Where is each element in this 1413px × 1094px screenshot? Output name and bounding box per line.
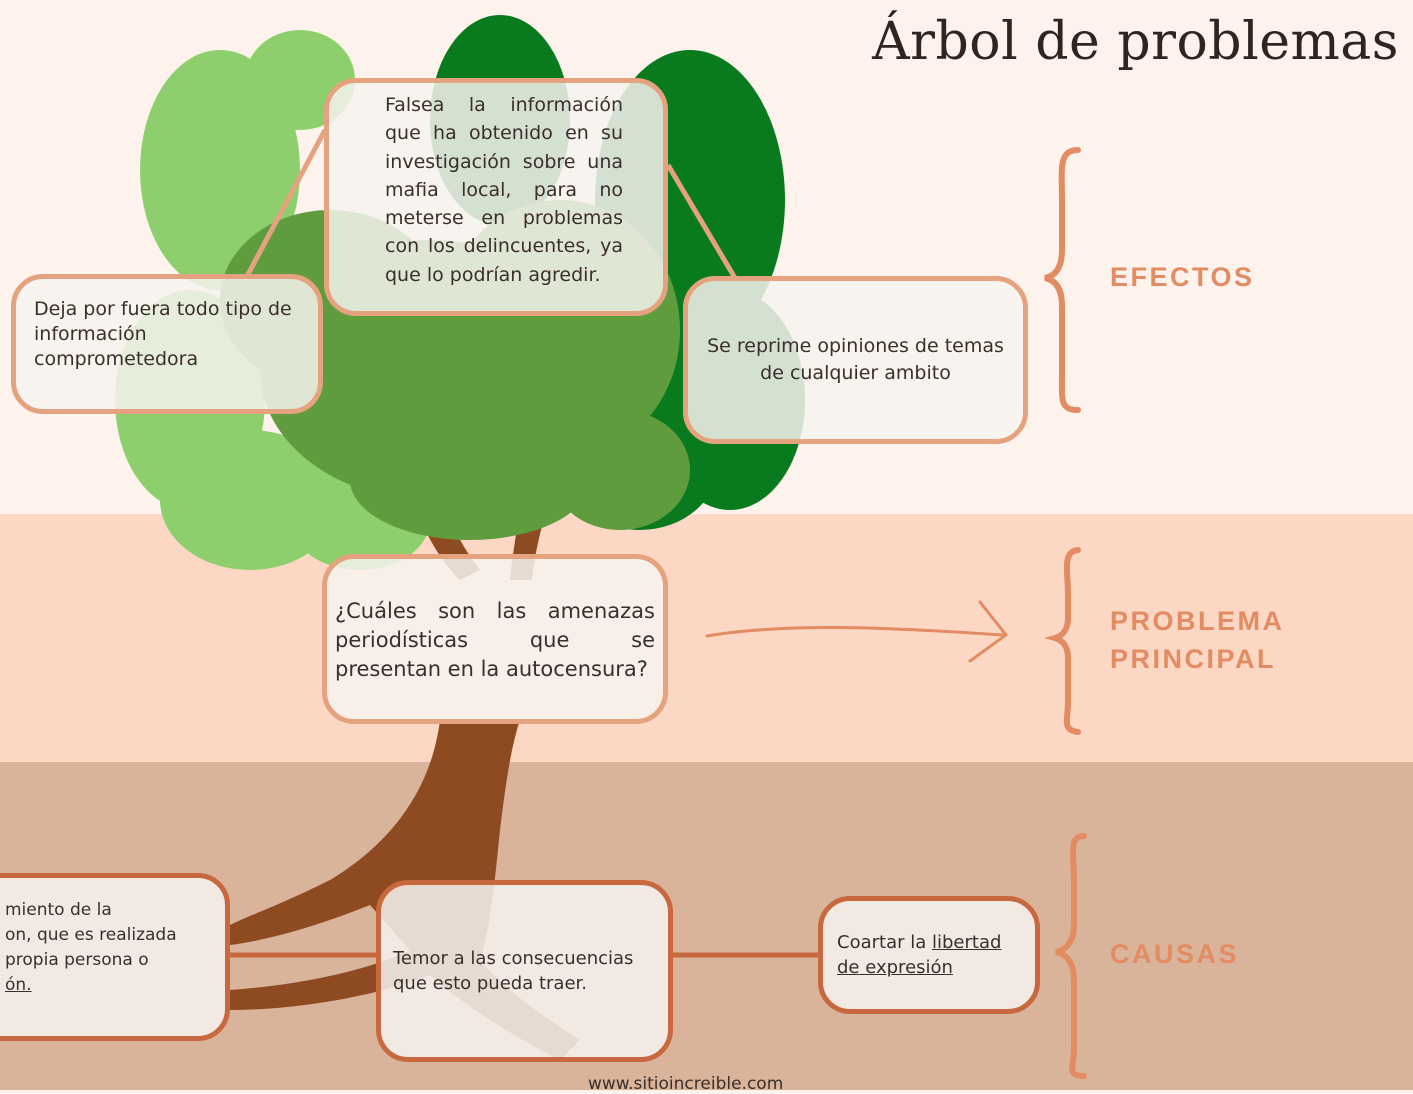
effect-card-right: Se reprime opiniones de temas de cualqui… (683, 276, 1028, 444)
cause-card-center: Temor a las consecuencias que esto pueda… (376, 880, 673, 1062)
cause-left-line2: on, que es realizada (5, 925, 177, 945)
freedom-link-2[interactable]: de expresión (837, 957, 953, 978)
problem-label: PROBLEMA PRINCIPAL (1110, 602, 1285, 678)
footer-url[interactable]: www.sitioincreible.com (588, 1074, 784, 1094)
problem-label-line1: PROBLEMA (1110, 606, 1285, 636)
cause-left-line3: propia persona o (5, 950, 149, 970)
cause-card-left: miento de la on, que es realizada propia… (0, 873, 230, 1041)
brace-icons (1044, 147, 1087, 1079)
arrow-icon (705, 600, 1009, 663)
cause-card-right: Coartar la libertad de expresión (818, 896, 1040, 1014)
connectors (242, 128, 738, 282)
effects-label: EFECTOS (1110, 262, 1255, 292)
problem-label-line2: PRINCIPAL (1110, 644, 1277, 674)
cause-left-line1: miento de la (5, 900, 112, 920)
main-problem-card: ¿Cuáles son las amenazas periodísticas q… (322, 554, 668, 724)
effect-card-center: Falsea la información que ha obtenido en… (324, 78, 668, 316)
freedom-link-1[interactable]: libertad (931, 932, 1002, 953)
cause-right-prefix: Coartar la (837, 932, 932, 953)
cause-left-line4: ón. (5, 975, 32, 995)
page-title: Árbol de problemas (872, 12, 1399, 72)
causes-label: CAUSAS (1110, 939, 1240, 969)
effect-card-left: Deja por fuera todo tipo de información … (11, 274, 323, 414)
